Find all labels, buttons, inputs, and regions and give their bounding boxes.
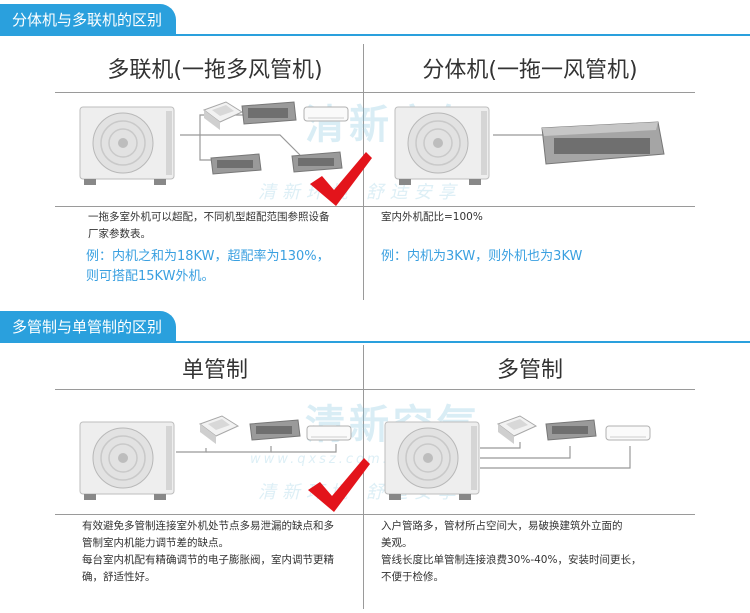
outdoor-unit-icon — [384, 421, 480, 500]
section1-header: 分体机与多联机的区别 — [0, 4, 750, 36]
ducted-unit-icon — [545, 419, 597, 441]
pipe-lines — [493, 134, 543, 136]
pipe-lines — [176, 444, 337, 453]
section1-left-heading: 多联机(一拖多风管机) — [107, 58, 323, 83]
check-mark-icon — [310, 152, 372, 206]
ducted-unit-icon — [291, 151, 343, 173]
ducted-unit-icon — [249, 419, 301, 441]
wall-unit-icon — [306, 425, 352, 441]
section2-title: 多管制与单管制的区别 — [0, 311, 177, 343]
outdoor-unit-icon — [394, 106, 490, 185]
section2-column-divider — [363, 345, 364, 609]
outdoor-unit-icon — [79, 106, 175, 185]
cassette-unit-icon — [198, 415, 240, 444]
section1-heading-divider — [55, 92, 695, 93]
section2-heading-divider — [55, 389, 695, 390]
check-mark-icon — [308, 458, 370, 512]
ducted-unit-icon — [541, 121, 665, 165]
section1-right-desc: 室内外机配比=100% — [381, 211, 483, 223]
section1-title: 分体机与多联机的区别 — [0, 4, 177, 36]
watermark-slogan: 清新环境 舒适安享 — [258, 182, 462, 203]
ducted-unit-icon — [210, 153, 262, 175]
section1-left-desc: 一拖多室外机可以超配，不同机型超配范围参照设备 厂家参数表。 — [88, 211, 330, 240]
pipe-lines — [480, 442, 631, 469]
cassette-unit-icon — [496, 415, 538, 444]
section1-underline — [0, 34, 750, 36]
section2-left-heading: 单管制 — [181, 358, 248, 383]
cassette-unit-icon — [202, 101, 244, 130]
wall-unit-icon — [605, 425, 651, 441]
outdoor-unit-icon — [79, 421, 175, 500]
section2-underline — [0, 341, 750, 343]
section1-column-divider — [363, 44, 364, 300]
ducted-unit-icon — [241, 101, 297, 125]
section2-right-heading: 多管制 — [496, 358, 563, 383]
section2-header: 多管制与单管制的区别 — [0, 311, 750, 343]
section1-text-divider — [55, 206, 695, 207]
section1-right-example: 例：内机为3KW，则外机也为3KW — [381, 249, 583, 264]
section1-right-heading: 分体机(一拖一风管机) — [422, 58, 638, 83]
wall-unit-icon — [303, 106, 349, 122]
section2-right-desc: 入户管路多，管材所占空间大，易破换建筑外立面的 美观。 管线长度比单管制连接浪费… — [381, 520, 642, 583]
section2-left-desc: 有效避免多管制连接室外机处节点多易泄漏的缺点和多 管制室内机能力调节差的缺点。 … — [82, 520, 334, 583]
section1-left-example: 例：内机之和为18KW，超配率为130%， 则可搭配15KW外机。 — [86, 249, 330, 284]
section2-text-divider — [55, 514, 695, 515]
